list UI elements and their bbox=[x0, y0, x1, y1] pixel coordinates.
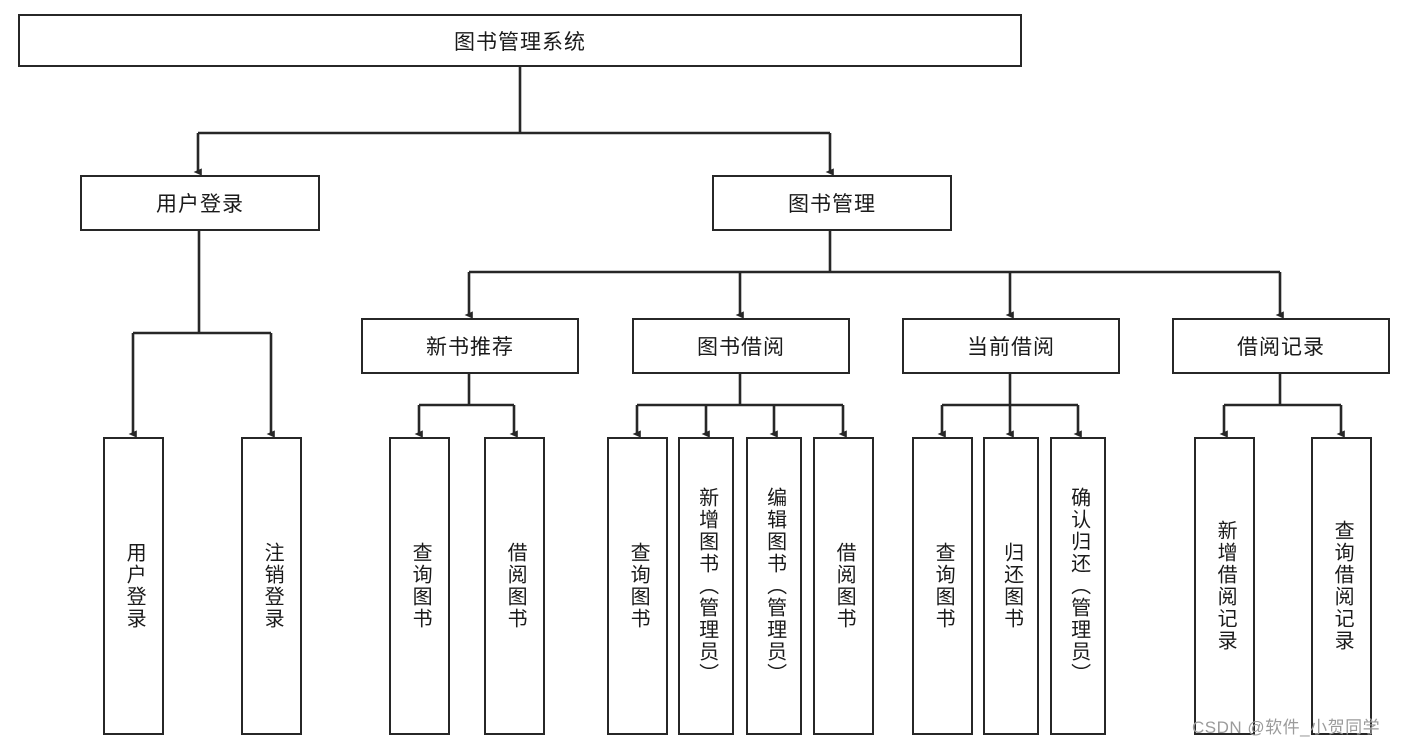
node-root-system[interactable]: 图书管理系统 bbox=[18, 14, 1022, 67]
leaf-current-confirm-return-admin[interactable]: 确认归还（管理员） bbox=[1050, 437, 1106, 735]
leaf-records-query-record[interactable]: 查询借阅记录 bbox=[1311, 437, 1372, 735]
node-label: 归还图书 bbox=[1000, 542, 1023, 630]
node-label: 当前借阅 bbox=[967, 336, 1055, 359]
node-label: 查询图书 bbox=[409, 542, 432, 630]
node-label: 借阅图书 bbox=[504, 542, 527, 630]
node-label: 新增借阅记录 bbox=[1214, 520, 1237, 652]
leaf-borrow-edit-book-admin[interactable]: 编辑图书（管理员） bbox=[746, 437, 802, 735]
node-label: 查询图书 bbox=[627, 542, 650, 630]
node-label: 用户登录 bbox=[123, 542, 146, 630]
leaf-borrow-add-book-admin[interactable]: 新增图书（管理员） bbox=[678, 437, 734, 735]
node-label: 注销登录 bbox=[261, 542, 284, 630]
node-label: 图书管理系统 bbox=[454, 30, 586, 54]
node-label: 编辑图书（管理员） bbox=[763, 487, 786, 685]
node-label: 查询借阅记录 bbox=[1331, 520, 1354, 652]
leaf-records-add-record[interactable]: 新增借阅记录 bbox=[1194, 437, 1255, 735]
node-label: 图书管理 bbox=[788, 193, 876, 216]
node-borrow-records[interactable]: 借阅记录 bbox=[1172, 318, 1390, 374]
node-label: 确认归还（管理员） bbox=[1067, 487, 1090, 685]
leaf-current-query-book[interactable]: 查询图书 bbox=[912, 437, 973, 735]
node-new-book-recommend[interactable]: 新书推荐 bbox=[361, 318, 579, 374]
node-label: 查询图书 bbox=[932, 542, 955, 630]
node-label: 借阅记录 bbox=[1237, 336, 1325, 359]
node-label: 新书推荐 bbox=[426, 336, 514, 359]
node-user-login[interactable]: 用户登录 bbox=[80, 175, 320, 231]
node-label: 图书借阅 bbox=[697, 336, 785, 359]
leaf-borrow-borrow-book[interactable]: 借阅图书 bbox=[813, 437, 874, 735]
leaf-current-return-book[interactable]: 归还图书 bbox=[983, 437, 1039, 735]
node-current-borrow[interactable]: 当前借阅 bbox=[902, 318, 1120, 374]
node-book-borrow[interactable]: 图书借阅 bbox=[632, 318, 850, 374]
node-label: 借阅图书 bbox=[833, 542, 856, 630]
node-book-management[interactable]: 图书管理 bbox=[712, 175, 952, 231]
leaf-user-login-login[interactable]: 用户登录 bbox=[103, 437, 164, 735]
leaf-recommend-query-book[interactable]: 查询图书 bbox=[389, 437, 450, 735]
node-label: 新增图书（管理员） bbox=[695, 487, 718, 685]
leaf-recommend-borrow-book[interactable]: 借阅图书 bbox=[484, 437, 545, 735]
node-label: 用户登录 bbox=[156, 193, 244, 216]
leaf-borrow-query-book[interactable]: 查询图书 bbox=[607, 437, 668, 735]
leaf-user-login-logout[interactable]: 注销登录 bbox=[241, 437, 302, 735]
